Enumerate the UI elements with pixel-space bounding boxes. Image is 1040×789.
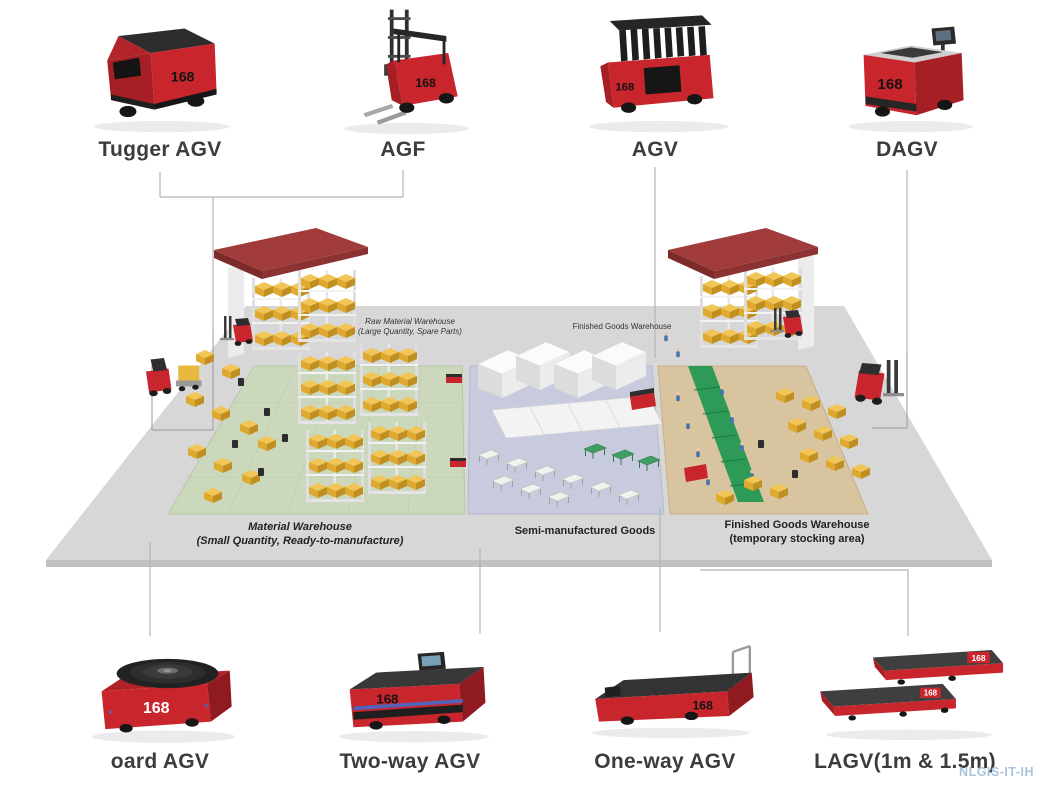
agf-illustration: 168 <box>344 9 469 135</box>
connector-lagv <box>700 569 909 636</box>
label-material-warehouse: Material Warehouse (Small Quantity, Read… <box>170 520 430 549</box>
worker <box>740 441 744 452</box>
label-line: (temporary stocking area) <box>729 533 865 546</box>
rack <box>360 344 418 416</box>
mini-agv <box>238 378 244 386</box>
mini-agv <box>232 440 238 448</box>
small-red-agv <box>450 458 466 467</box>
worker <box>676 391 680 402</box>
vehicle-label-tugger-agv: Tugger AGV <box>98 138 222 161</box>
mini-agv <box>258 468 264 476</box>
brand-logo-text: 168 <box>924 689 938 698</box>
lagv-image: 168 168 <box>820 649 1004 740</box>
brand-logo-text: 168 <box>615 82 634 94</box>
vehicle-one-way-agv: 168 One-way AGV <box>550 616 780 774</box>
brand-logo-text: 168 <box>376 692 398 707</box>
worker <box>720 385 724 396</box>
rack <box>368 422 426 494</box>
finished-goods-building <box>664 228 818 358</box>
small-red-agv <box>446 374 462 383</box>
mini-agv <box>792 470 798 478</box>
label-line: Finished Goods Warehouse <box>572 322 672 331</box>
connector-lines <box>149 167 909 636</box>
tugger-agv-image: 168 <box>94 28 230 133</box>
mini-agv <box>282 434 288 442</box>
dagv-illustration: 168 <box>848 26 973 133</box>
board-agv-illustration: 168 <box>92 658 236 743</box>
agv-illustration: 168 <box>589 15 729 133</box>
board-agv-image: 168 <box>92 658 236 743</box>
mini-agv <box>758 440 764 448</box>
vehicle-dagv: 168 DAGV <box>792 4 1022 162</box>
vehicle-agv: 168 AGV <box>540 4 770 162</box>
vehicle-two-way-agv: 168 Two-way AGV <box>295 616 525 774</box>
label-raw-material-warehouse: Raw Material Warehouse (Large Quantity, … <box>335 317 485 338</box>
brand-logo-text: 168 <box>692 698 713 712</box>
tugger-agv-illustration: 168 <box>94 28 230 133</box>
label-line: Finished Goods Warehouse <box>724 519 870 531</box>
label-line: (Large Quantity, Spare Parts) <box>358 327 462 337</box>
vehicle-tugger-agv: 168 Tugger AGV <box>45 4 275 162</box>
conveyor <box>676 366 764 502</box>
vehicle-label-dagv: DAGV <box>876 138 938 161</box>
two-way-agv-image: 168 <box>338 651 490 743</box>
brand-logo-text: 168 <box>171 68 195 84</box>
brand-logo-text: 168 <box>143 699 170 717</box>
vehicle-label-one-way-agv: One-way AGV <box>594 750 736 773</box>
vehicle-agf: 168 AGF <box>288 4 518 162</box>
dagv-image: 168 <box>848 26 973 133</box>
vehicle-board-agv: 168 oard AGV <box>45 616 275 774</box>
watermark-text: NLGIS-IT-IH <box>959 765 1034 779</box>
label-line: Material Warehouse <box>248 521 352 533</box>
label-line: Semi-manufactured Goods <box>514 525 656 537</box>
mini-agv <box>264 408 270 416</box>
vehicle-label-agv: AGV <box>631 138 679 161</box>
vehicle-label-board-agv: oard AGV <box>110 750 210 773</box>
worker <box>696 447 700 458</box>
brand-logo-text: 168 <box>415 76 436 90</box>
label-finished-goods-temp: Finished Goods Warehouse (temporary stoc… <box>697 518 897 547</box>
label-finished-goods-warehouse-top: Finished Goods Warehouse <box>552 322 692 332</box>
two-way-agv-illustration: 168 <box>338 651 490 743</box>
worker <box>676 347 680 358</box>
rack <box>298 352 356 424</box>
edge-vehicles <box>146 358 904 467</box>
agf-image: 168 <box>344 9 469 135</box>
production-machines <box>477 341 663 439</box>
agv-image: 168 <box>589 15 729 133</box>
worker <box>730 413 734 424</box>
vehicle-label-lagv: LAGV(1m & 1.5m) <box>814 750 996 773</box>
rack <box>306 430 364 502</box>
conveyor-rungs <box>693 386 756 487</box>
worker <box>664 331 668 342</box>
one-way-agv-image: 168 <box>591 645 754 739</box>
brand-logo-text: 168 <box>877 76 902 93</box>
connector-agf <box>160 170 404 333</box>
lagv-illustration: 168 168 <box>820 649 1004 740</box>
brand-logo-text: 168 <box>971 653 985 663</box>
label-line: (Small Quantity, Ready-to-manufacture) <box>196 535 404 548</box>
worker <box>686 419 690 430</box>
label-line: Raw Material Warehouse <box>365 317 455 326</box>
vehicle-label-agf: AGF <box>380 138 426 161</box>
vehicle-label-two-way-agv: Two-way AGV <box>339 750 481 773</box>
raw-material-building <box>214 228 368 358</box>
one-way-agv-illustration: 168 <box>591 645 754 739</box>
vehicle-lagv: 168 168 LAGV(1m & 1.5m) <box>790 616 1020 774</box>
label-semi-manufactured-goods: Semi-manufactured Goods <box>495 524 675 538</box>
